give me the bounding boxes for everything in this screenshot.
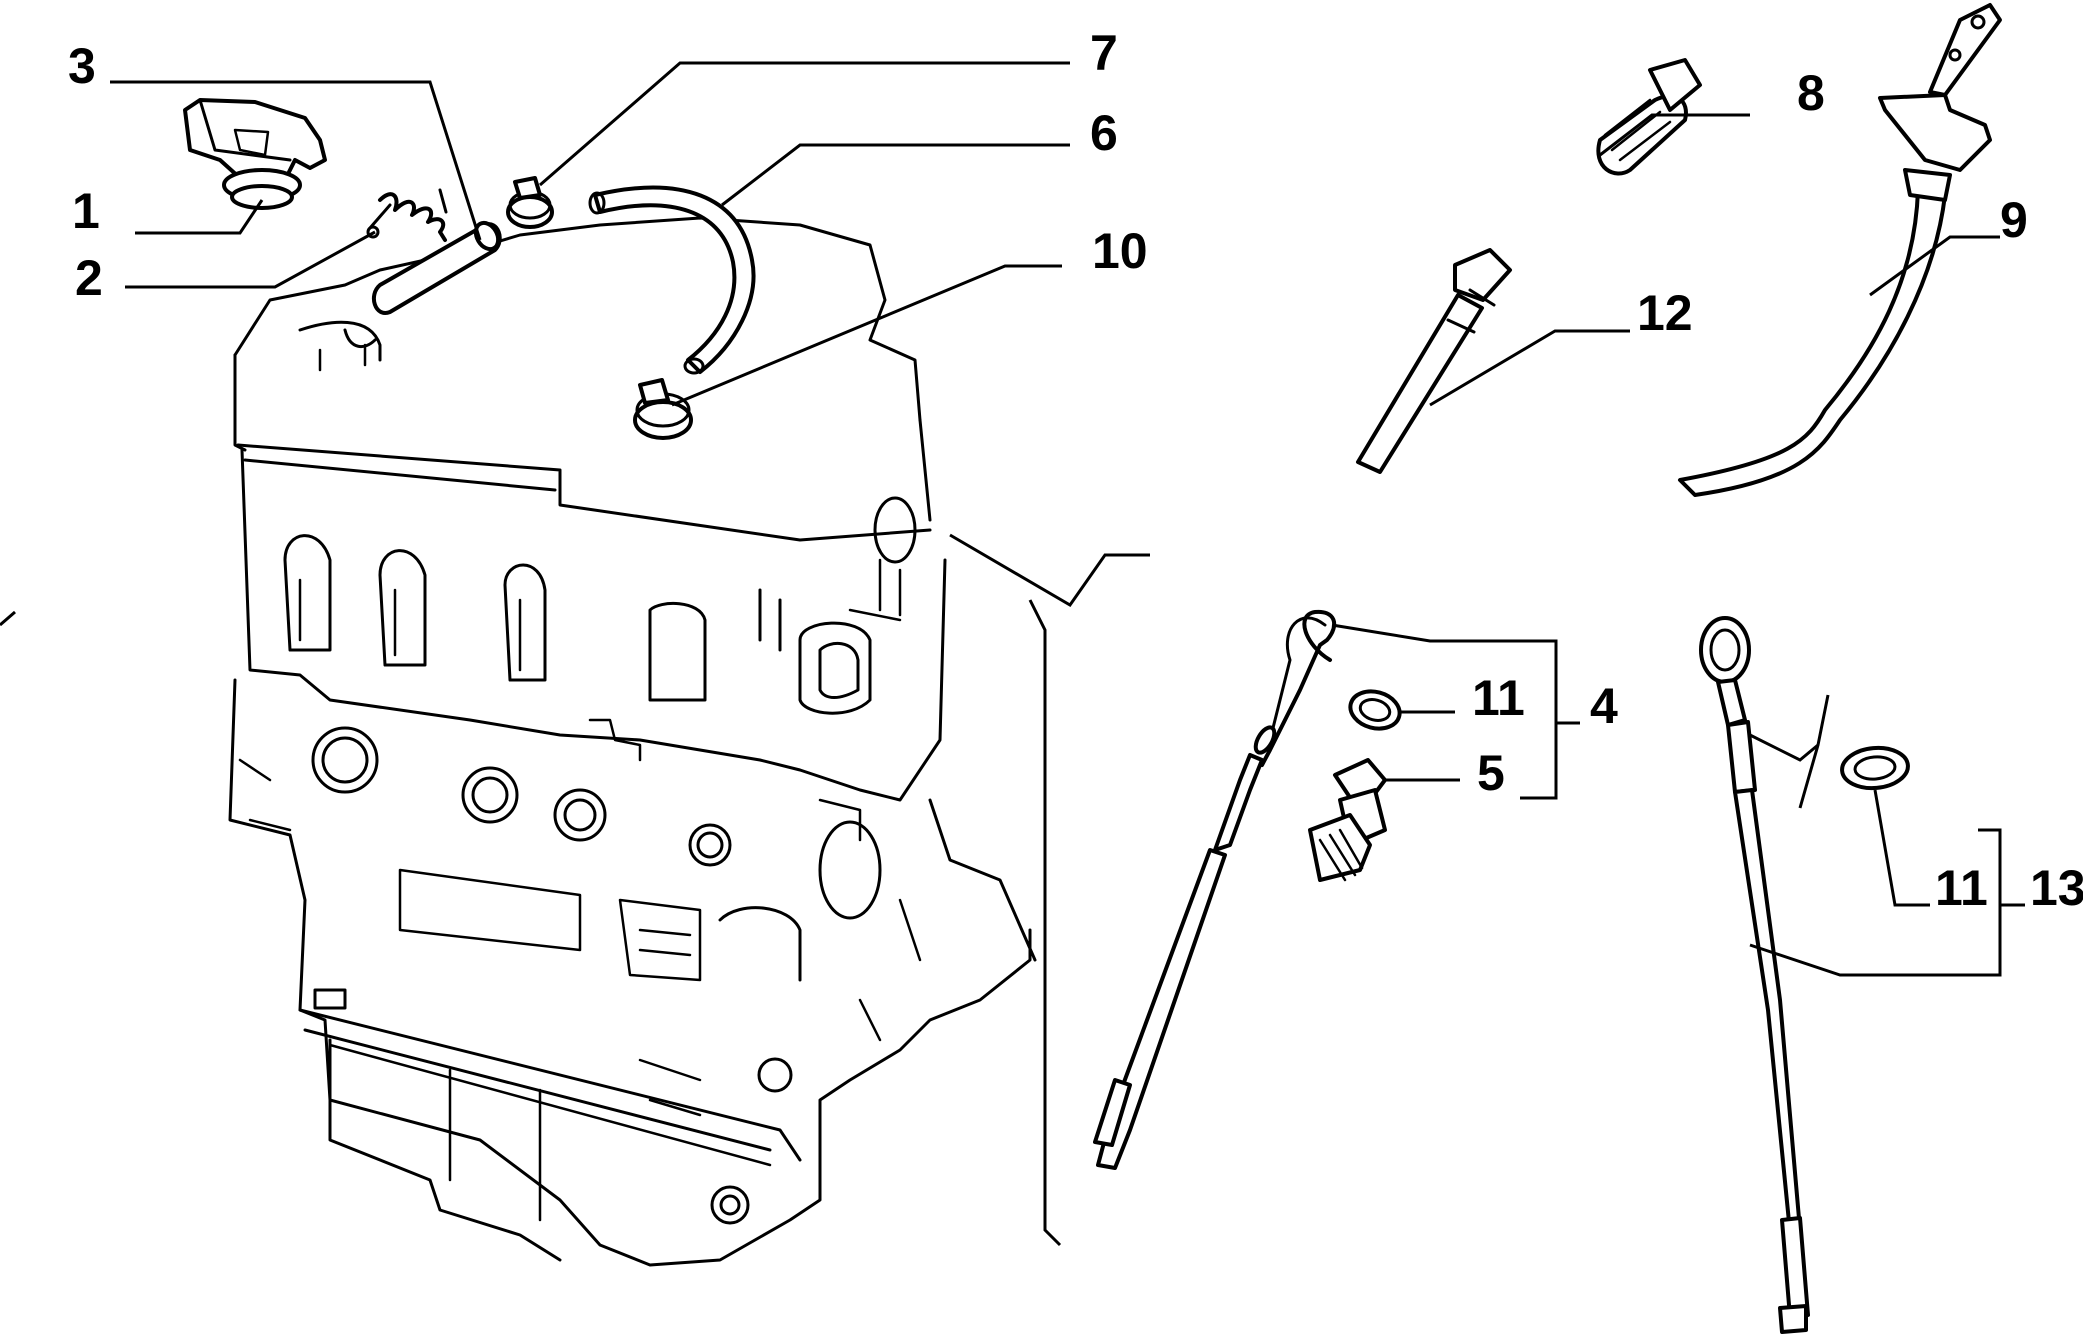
hose-clamp-7	[506, 176, 554, 229]
section-break-mark-13	[1749, 694, 1830, 809]
dipstick-guide-tube-9	[1678, 3, 2002, 497]
short-hose	[371, 220, 502, 315]
callout-10: 10	[1092, 223, 1148, 279]
callout-12: 12	[1637, 285, 1693, 341]
callout-2: 2	[75, 250, 103, 306]
callout-4: 4	[1590, 678, 1618, 734]
dipstick-13	[1699, 616, 1810, 1334]
callout-11b: 11	[1935, 860, 1988, 916]
leader-lines	[110, 61, 2025, 977]
oil-filler-cap	[183, 98, 327, 210]
callout-1: 1	[72, 183, 100, 239]
callout-11a: 11	[1472, 670, 1525, 726]
o-ring-11a	[1348, 689, 1402, 731]
engine-block-drawing	[228, 216, 1037, 1267]
hose-clamp-10	[633, 378, 693, 440]
callout-5: 5	[1477, 745, 1505, 801]
callout-labels: 1 2 3 4 5 6 7 8 9 10 11 11 12 13	[68, 25, 2083, 916]
callout-8: 8	[1797, 65, 1825, 121]
callout-3: 3	[68, 38, 96, 94]
callout-13: 13	[2030, 860, 2083, 916]
breather-hose	[588, 185, 756, 375]
callout-7: 7	[1090, 25, 1118, 81]
dipstick-4	[1093, 609, 1337, 1170]
callout-9: 9	[2000, 192, 2028, 248]
spring-fitting	[366, 188, 448, 242]
filler-plug-5	[1308, 758, 1387, 882]
o-ring-11b	[1840, 745, 1910, 791]
section-break-bracket	[0, 533, 1150, 1247]
callout-6: 6	[1090, 105, 1118, 161]
dipstick-tube-adapter-12	[1356, 248, 1512, 474]
